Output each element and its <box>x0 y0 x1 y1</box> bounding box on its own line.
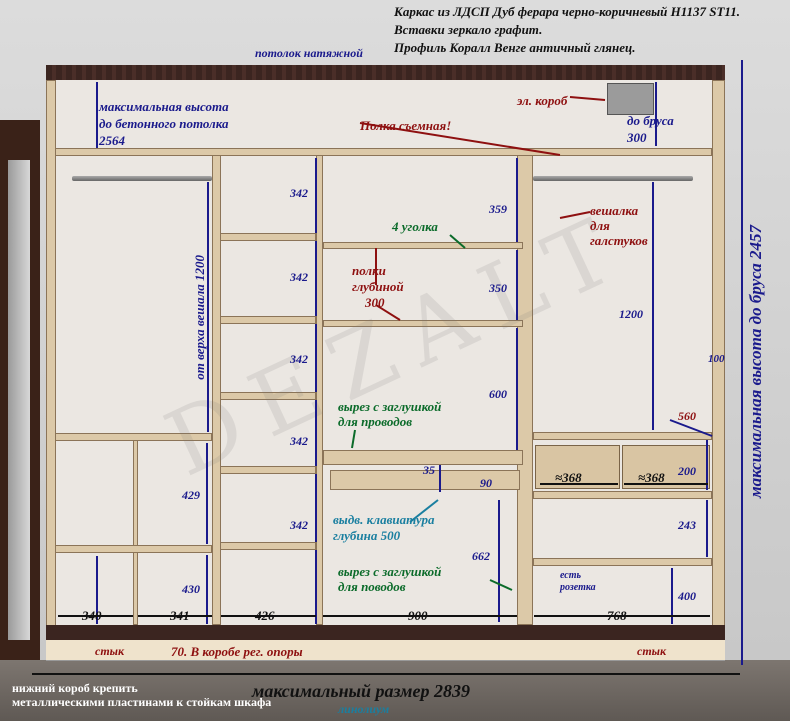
pointer <box>569 96 606 101</box>
shelves-depth-3: 300 <box>365 295 385 310</box>
width-4: 900 <box>408 608 428 623</box>
width-3: 426 <box>255 608 275 623</box>
max-height-concrete-1: максимальная высота <box>99 99 229 114</box>
shelf <box>533 491 712 499</box>
four-corners-label: 4 уголка <box>392 219 438 234</box>
partition-1 <box>212 155 221 625</box>
mirror-door <box>8 160 30 640</box>
width-5: 768 <box>607 608 627 623</box>
shelves-depth-1: полки <box>352 263 386 278</box>
dim-col4-3: 560 <box>678 409 696 423</box>
dim-col3-4: 35 <box>423 463 435 477</box>
top-beam <box>46 65 725 80</box>
bottom-box-note-2: металлическими пластинами к стойкам шкаф… <box>12 695 272 709</box>
pointer <box>489 579 513 591</box>
keyboard-tray <box>330 470 520 490</box>
dim-col3-3: 600 <box>489 387 507 401</box>
dim-col3-5: 90 <box>480 476 492 490</box>
bottom-box-note-1: нижний короб крепить <box>12 681 138 695</box>
plinth-label: 70. В коробе рег. опоры <box>171 644 303 659</box>
desk-top <box>323 450 523 465</box>
keyboard-2: глубина 500 <box>333 528 401 543</box>
dim-col3-1: 359 <box>489 202 507 216</box>
dim-col4-2: 100 <box>708 353 725 365</box>
pointer <box>449 234 466 249</box>
cutout-wires2-2: для поводов <box>338 579 406 594</box>
hanging-rod-right <box>533 176 693 181</box>
to-beam-label: до бруса <box>627 113 674 128</box>
floor <box>0 660 790 721</box>
tie-hanger-2: для <box>590 218 610 233</box>
dim-col3-6: 662 <box>472 549 490 563</box>
width-1: 340 <box>82 608 102 623</box>
shelves-depth-2: глубиной <box>352 279 404 294</box>
shelf <box>220 316 316 324</box>
bottom-box <box>46 640 725 661</box>
max-height-concrete-2: до бетонного потолка <box>99 116 229 131</box>
shelf <box>55 433 212 441</box>
dim-col4-8: 400 <box>678 589 696 603</box>
dim-col2-5: 342 <box>290 518 308 532</box>
removable-shelf-label: Полка съемная! <box>360 118 452 133</box>
from-rod-top-label: от верха вешала 1200 <box>192 255 207 380</box>
drawer-left[interactable] <box>535 445 620 489</box>
pointer <box>375 304 401 321</box>
small-shelf <box>323 320 523 327</box>
floor-label: линолиум <box>338 702 390 716</box>
drawer-right[interactable] <box>622 445 710 489</box>
dim-drawer-2: ≈368 <box>638 470 665 485</box>
dim-col4-1: 1200 <box>619 307 643 321</box>
shelf <box>220 542 316 550</box>
dim-col3-2: 350 <box>489 281 507 295</box>
dim-col1-1: 429 <box>182 488 200 502</box>
small-shelf <box>323 242 523 249</box>
ceiling-label: потолок натяжной <box>255 46 363 60</box>
dim-col2-1: 342 <box>290 186 308 200</box>
el-box-label: эл. короб <box>517 93 568 108</box>
top-shelf <box>55 148 712 156</box>
max-height-beam-label: максимальная высота до бруса 2457 <box>746 225 765 499</box>
dim-drawer-1: ≈368 <box>555 470 582 485</box>
width-2: 341 <box>170 608 190 623</box>
socket-1: есть <box>560 570 582 581</box>
dim-col4-7: 243 <box>678 518 696 532</box>
hanging-rod-left <box>72 176 212 181</box>
header-line-2: Вставки зеркало графит. <box>394 22 543 37</box>
joint-right: стык <box>637 644 667 658</box>
pointer <box>559 211 591 219</box>
joint-left: стык <box>95 644 125 658</box>
dim-col2-4: 342 <box>290 434 308 448</box>
header-line-3: Профиль Коралл Венге античный глянец. <box>394 40 636 55</box>
to-beam-value: 300 <box>627 130 647 145</box>
header-line-1: Каркас из ЛДСП Дуб ферара черно-коричнев… <box>394 4 740 19</box>
el-box <box>607 83 654 115</box>
cutout-wires2-1: вырез с заглушкой <box>338 564 442 579</box>
shelf <box>220 466 316 474</box>
dim-col2-3: 342 <box>290 352 308 366</box>
socket-2: розетка <box>560 582 596 593</box>
max-width-label: максимальный размер 2839 <box>252 681 470 701</box>
pointer <box>409 499 439 523</box>
plinth <box>46 625 725 640</box>
tie-hanger-3: галстуков <box>590 233 648 248</box>
shelf <box>55 545 212 553</box>
dim-col1-2: 430 <box>182 582 200 596</box>
wardrobe-back <box>55 80 712 625</box>
dim-col2-2: 342 <box>290 270 308 284</box>
dim-col4-6: 200 <box>678 464 696 478</box>
shelf <box>533 558 712 566</box>
keyboard-1: выдв. клавиатура <box>333 512 435 527</box>
pointer <box>359 122 561 156</box>
cutout-wires-2: для проводов <box>338 414 413 429</box>
tie-hanger-1: вешалка <box>590 203 639 218</box>
dim-line <box>669 419 713 437</box>
max-height-concrete-3: 2564 <box>99 133 125 148</box>
shelf <box>220 233 316 241</box>
shelf <box>220 392 316 400</box>
cutout-wires-1: вырез с заглушкой <box>338 399 442 414</box>
pointer <box>351 429 356 449</box>
